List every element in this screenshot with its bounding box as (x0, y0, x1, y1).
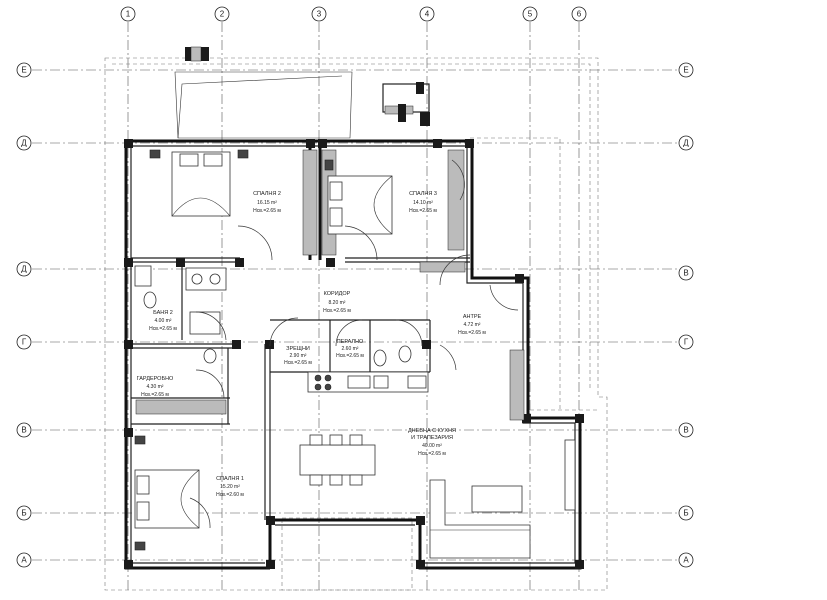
axis-marker-5: 5 (522, 6, 538, 22)
svg-text:В: В (683, 426, 688, 435)
bathroom-fixtures (134, 265, 412, 367)
axis-marker-right-e: Е (678, 62, 694, 78)
room-entrance: АНТРЕ 4.72 m² Нсв.=2.65 м (458, 314, 486, 336)
axis-marker-left-d2: Д (16, 261, 32, 277)
svg-text:Б: Б (683, 509, 688, 518)
axis-marker-right-b: Б (678, 505, 694, 521)
axis-marker-left-g: Г (16, 334, 32, 350)
svg-text:Г: Г (22, 338, 27, 347)
svg-text:5: 5 (528, 10, 533, 19)
svg-text:СПАЛНЯ 3: СПАЛНЯ 3 (409, 191, 437, 197)
room-wardrobe: ГАРДЕРОБНО 4.30 m² Нсв.=2.65 м (137, 376, 174, 398)
bed-bedroom-1 (134, 435, 200, 551)
svg-text:1: 1 (126, 10, 131, 19)
svg-text:40.00 m²: 40.00 m² (422, 443, 442, 449)
bed-bedroom-2 (149, 149, 249, 217)
bed-bedroom-3 (324, 159, 393, 235)
doors (189, 159, 519, 529)
svg-text:А: А (21, 556, 27, 565)
svg-text:Нсв.=2.65 м: Нсв.=2.65 м (149, 326, 177, 332)
sofa (429, 439, 576, 559)
svg-text:Нсв.=2.65 м: Нсв.=2.65 м (284, 360, 312, 366)
svg-text:В: В (683, 269, 688, 278)
svg-text:Нсв.=2.65 м: Нсв.=2.65 м (409, 208, 437, 214)
svg-text:А: А (683, 556, 689, 565)
axis-marker-1: 1 (120, 6, 136, 22)
axis-marker-left-b: Б (16, 505, 32, 521)
room-bathroom-2: БАНЯ 2 4.00 m² Нсв.=2.65 м (149, 310, 177, 332)
svg-text:2.60 m²: 2.60 m² (342, 346, 359, 352)
room-corridor: КОРИДОР 8.20 m² Нсв.=2.65 м (323, 291, 351, 314)
svg-text:15.20 m²: 15.20 m² (220, 484, 240, 490)
svg-text:ПЕРАЛНО: ПЕРАЛНО (337, 339, 364, 345)
axis-marker-left-v: В (16, 422, 32, 438)
room-bedroom-1: СПАЛНЯ 1 15.20 m² Нсв.=2.60 м (216, 476, 244, 498)
room-laundry: ПЕРАЛНО 2.60 m² Нсв.=2.65 м (336, 339, 364, 359)
svg-text:Е: Е (683, 66, 688, 75)
svg-text:Б: Б (21, 509, 26, 518)
axis-marker-right-d: Д (678, 135, 694, 151)
svg-text:КОРИДОР: КОРИДОР (324, 291, 351, 297)
axis-marker-3: 3 (311, 6, 327, 22)
svg-text:Г: Г (684, 338, 689, 347)
room-labels: СПАЛНЯ 2 16.15 m² Нсв.=2.65 м СПАЛНЯ 3 1… (137, 191, 487, 498)
svg-text:ЗРЕЩНИ: ЗРЕЩНИ (286, 346, 310, 352)
axis-marker-right-g: Г (678, 334, 694, 350)
svg-text:И ТРАПЕЗАРИЯ: И ТРАПЕЗАРИЯ (411, 435, 453, 441)
terrace-outlines (104, 57, 608, 591)
axis-marker-4: 4 (419, 6, 435, 22)
svg-text:Д: Д (21, 139, 27, 148)
svg-text:В: В (21, 426, 26, 435)
svg-text:БАНЯ 2: БАНЯ 2 (153, 310, 173, 316)
axis-marker-left-a: А (16, 552, 32, 568)
svg-text:14.10 m²: 14.10 m² (413, 200, 433, 206)
svg-text:СПАЛНЯ 1: СПАЛНЯ 1 (216, 476, 244, 482)
svg-text:Нсв.=2.60 м: Нсв.=2.60 м (216, 492, 244, 498)
axis-marker-left-d1: Д (16, 135, 32, 151)
axis-marker-right-a: А (678, 552, 694, 568)
svg-text:Нсв.=2.65 м: Нсв.=2.65 м (323, 308, 351, 314)
svg-text:8.20 m²: 8.20 m² (329, 300, 346, 306)
svg-text:Нсв.=2.65 м: Нсв.=2.65 м (418, 451, 446, 457)
svg-text:4: 4 (425, 10, 430, 19)
room-living-kitchen-dining: ДНЕВНА С КУХНЯ И ТРАПЕЗАРИЯ 40.00 m² Нсв… (408, 428, 456, 457)
svg-text:Д: Д (21, 265, 27, 274)
grid-axes: 1 2 3 4 5 6 Е Д Д Г В Б А Е Д В Г В Б А (16, 6, 694, 590)
svg-text:Д: Д (683, 139, 689, 148)
svg-text:4.72 m²: 4.72 m² (464, 322, 481, 328)
svg-text:Нсв.=2.65 м: Нсв.=2.65 м (458, 330, 486, 336)
svg-text:4.30 m²: 4.30 m² (147, 384, 164, 390)
svg-text:6: 6 (577, 10, 582, 19)
axis-marker-left-e: Е (16, 62, 32, 78)
svg-text:16.15 m²: 16.15 m² (257, 200, 277, 206)
room-storage: ЗРЕЩНИ 2.90 m² Нсв.=2.65 м (284, 346, 312, 366)
columns (124, 139, 584, 569)
svg-text:3: 3 (317, 10, 322, 19)
svg-text:АНТРЕ: АНТРЕ (463, 314, 482, 320)
axis-marker-right-v2: В (678, 422, 694, 438)
svg-text:2: 2 (220, 10, 225, 19)
svg-text:Нсв.=2.65 м: Нсв.=2.65 м (253, 208, 281, 214)
svg-text:Нсв.=2.65 м: Нсв.=2.65 м (141, 392, 169, 398)
room-bedroom-2: СПАЛНЯ 2 16.15 m² Нсв.=2.65 м (253, 191, 281, 214)
svg-text:Нсв.=2.65 м: Нсв.=2.65 м (336, 353, 364, 359)
carport (174, 46, 430, 139)
svg-text:4.00 m²: 4.00 m² (155, 318, 172, 324)
svg-text:ДНЕВНА С КУХНЯ: ДНЕВНА С КУХНЯ (408, 428, 456, 434)
axis-marker-right-v1: В (678, 265, 694, 281)
kitchen-counter (307, 371, 429, 393)
axis-marker-6: 6 (571, 6, 587, 22)
room-bedroom-3: СПАЛНЯ 3 14.10 m² Нсв.=2.65 м (409, 191, 437, 214)
svg-text:Е: Е (21, 66, 26, 75)
dining-table (299, 434, 376, 486)
svg-text:2.90 m²: 2.90 m² (290, 353, 307, 359)
axis-marker-2: 2 (214, 6, 230, 22)
svg-text:СПАЛНЯ 2: СПАЛНЯ 2 (253, 191, 281, 197)
svg-text:ГАРДЕРОБНО: ГАРДЕРОБНО (137, 376, 174, 382)
